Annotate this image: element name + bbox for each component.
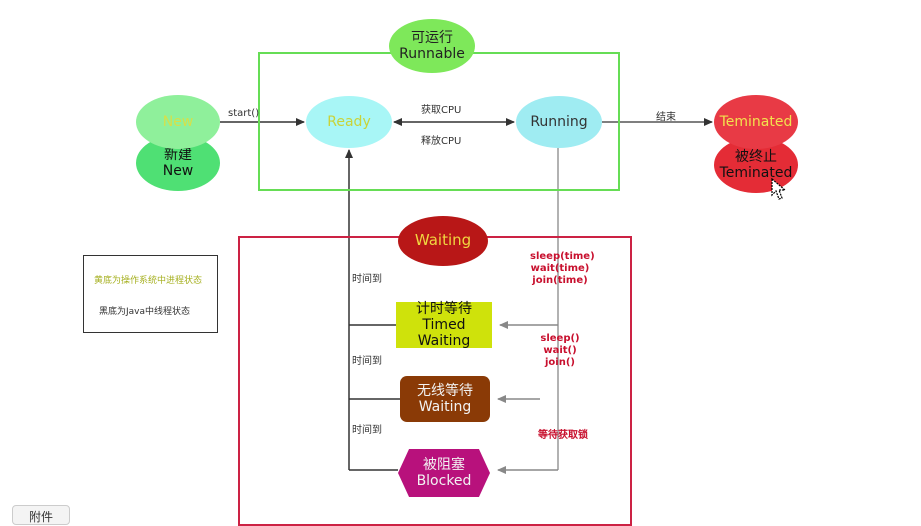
runnable-state: 可运行 Runnable xyxy=(389,19,475,73)
timed-en1: Timed xyxy=(422,316,466,333)
terminated-en: Teminated xyxy=(719,165,793,181)
runnable-zh: 可运行 xyxy=(411,29,453,46)
legend-box: 黄底为操作系统中进程状态 黑底为Java中线程状态 xyxy=(83,255,218,333)
label-timeout-2: 时间到 xyxy=(352,356,382,367)
waiting-label: Waiting xyxy=(414,231,472,250)
new-state-os: New xyxy=(136,95,220,149)
non-timed-waiting-state: 无线等待 Waiting xyxy=(400,376,490,422)
label-timed-calls: sleep(time) wait(time) join(time) xyxy=(530,251,595,287)
new-zh: 新建 xyxy=(164,146,192,163)
new-os-label: New xyxy=(162,113,194,130)
timed-en2: Waiting xyxy=(417,333,471,350)
non-timed-zh: 无线等待 xyxy=(417,382,473,399)
label-sleep-time: sleep(time) xyxy=(530,251,595,262)
blocked-hexagon xyxy=(398,449,490,497)
label-release-cpu: 释放CPU xyxy=(421,136,462,147)
label-wait-time: wait(time) xyxy=(530,263,590,274)
legend-java-state: 黑底为Java中线程状态 xyxy=(99,307,191,317)
label-join: join() xyxy=(545,357,575,368)
new-en: New xyxy=(162,163,194,179)
terminated-zh: 被终止 xyxy=(735,148,777,165)
ready-label: Ready xyxy=(327,113,371,130)
terminated-os-label: Teminated xyxy=(719,113,793,130)
timed-waiting-state: 计时等待 Timed Waiting xyxy=(396,300,492,350)
label-untimed-calls: sleep() wait() join() xyxy=(532,333,588,369)
label-sleep: sleep() xyxy=(540,333,580,344)
running-state: Running xyxy=(516,96,602,148)
ready-state: Ready xyxy=(306,96,392,148)
attachment-button[interactable]: 附件 xyxy=(12,505,70,525)
running-label: Running xyxy=(530,113,588,130)
label-start: start() xyxy=(228,108,260,119)
timed-zh: 计时等待 xyxy=(416,300,472,317)
mouse-cursor-icon xyxy=(771,178,787,200)
label-get-cpu: 获取CPU xyxy=(421,105,462,116)
non-timed-en: Waiting xyxy=(418,399,472,415)
blocked-en: Blocked xyxy=(416,473,472,489)
label-wait: wait() xyxy=(543,345,577,356)
terminated-state-os: Teminated xyxy=(714,95,798,149)
label-end: 结束 xyxy=(656,112,676,123)
blocked-zh: 被阻塞 xyxy=(423,456,465,473)
label-join-time: join(time) xyxy=(532,275,588,286)
label-timeout-1: 时间到 xyxy=(352,274,382,285)
label-timeout-3: 时间到 xyxy=(352,425,382,436)
blocked-state: 被阻塞 Blocked xyxy=(398,449,490,497)
label-wait-lock: 等待获取锁 xyxy=(538,430,588,441)
waiting-state: Waiting xyxy=(398,216,488,266)
runnable-en: Runnable xyxy=(399,46,465,62)
legend-os-state: 黄底为操作系统中进程状态 xyxy=(94,276,203,286)
